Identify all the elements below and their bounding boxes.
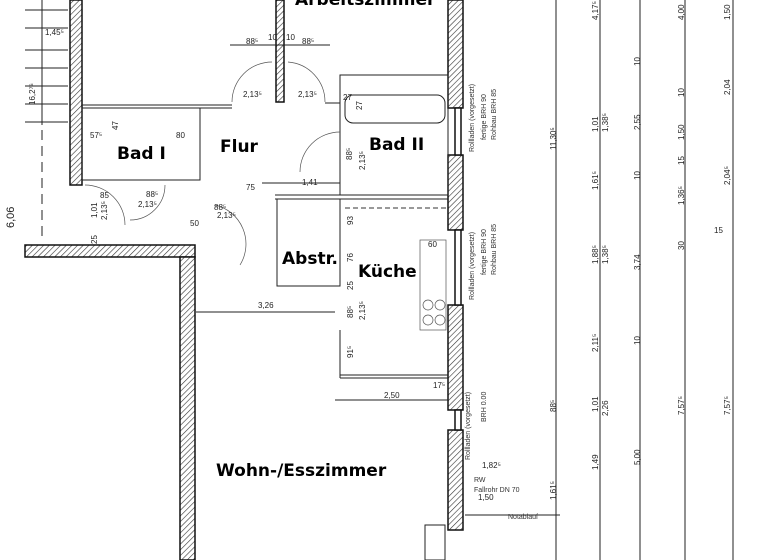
label-rw: RW <box>474 477 486 484</box>
label-d213c: 2,13⁵ <box>138 200 157 209</box>
label-rolladen2: Rollladen (vorgesetzt) <box>469 232 476 300</box>
label-d10b: 10 <box>286 33 295 42</box>
dimension-labels: 1,45⁵ 88⁵ 10 10 88⁵ 2,13⁵ 2,13⁵ 27 57⁵ 8… <box>5 1 732 502</box>
dimension-lines <box>196 0 734 560</box>
label-d1130: 11,30⁵ <box>549 127 558 150</box>
label-d57: 57⁵ <box>90 131 102 140</box>
label-d138a: 1,38⁵ <box>601 113 610 132</box>
room-label-kueche: Küche <box>358 262 417 282</box>
label-d417: 4,17⁵ <box>591 1 600 20</box>
label-d88e: 88⁵ <box>346 306 355 318</box>
doors <box>84 61 341 266</box>
label-d76: 76 <box>346 253 355 262</box>
label-d88a: 88⁵ <box>246 37 258 46</box>
label-d25: 25 <box>90 235 99 244</box>
label-d101b: 1,01 <box>591 116 600 132</box>
label-d60: 60 <box>428 240 437 249</box>
label-d326: 3,26 <box>258 301 274 310</box>
label-d10e: 10 <box>633 336 642 345</box>
label-d226: 2,26 <box>601 400 610 416</box>
room-label-flur: Flur <box>220 137 259 157</box>
label-d88b: 88⁵ <box>302 37 314 46</box>
label-d15: 15 <box>677 156 686 165</box>
label-d10c: 10 <box>633 57 642 66</box>
interior-walls <box>81 74 560 560</box>
label-d500: 5,00 <box>633 449 642 465</box>
label-d10d: 10 <box>633 171 642 180</box>
label-d15b: 15 <box>714 226 723 235</box>
label-d150: 1,50 <box>478 493 494 502</box>
label-rolladen1: Rollladen (vorgesetzt) <box>469 84 476 152</box>
label-d161: 1,61⁵ <box>549 481 558 500</box>
label-d93: 93 <box>346 216 355 225</box>
label-d162: 16,2⁷⁶ <box>28 83 37 105</box>
label-d213a: 2,13⁵ <box>243 90 262 99</box>
label-d211: 2,11⁵ <box>591 334 600 352</box>
room-label-bad-2: Bad II <box>369 135 424 155</box>
label-d30: 30 <box>677 241 686 250</box>
label-d204a: 2,04 <box>723 79 732 95</box>
label-d213e: 2,13⁵ <box>217 211 236 220</box>
label-d213g: 2,13⁵ <box>358 301 367 320</box>
label-notablauf: Notablauf <box>508 514 538 521</box>
label-d757b: 7,57⁵ <box>723 396 732 415</box>
label-d27a: 27 <box>355 101 364 110</box>
label-d149: 1,49 <box>591 454 600 470</box>
label-d136: 1,36⁵ <box>677 186 686 205</box>
label-d47: 47 <box>111 121 120 130</box>
room-label-bad-1: Bad I <box>117 144 166 164</box>
label-d80: 80 <box>176 131 185 140</box>
room-label-wohn-esszimmer: Wohn-/Esszimmer <box>216 461 387 481</box>
label-d141: 1,41 <box>302 178 318 187</box>
label-d85: 85 <box>100 191 109 200</box>
label-fallrohr: Fallrohr DN 70 <box>474 487 520 494</box>
label-d182: 1,82⁵ <box>482 461 501 470</box>
label-d250: 2,50 <box>384 391 400 400</box>
label-d50: 50 <box>190 219 199 228</box>
label-d88e: 88⁵ <box>345 148 354 160</box>
staircase <box>25 0 68 240</box>
label-brh3: BRH 0.00 <box>481 392 488 422</box>
label-brh1b: Rohbau BRH 85 <box>491 89 498 140</box>
label-d213b: 2,13⁵ <box>298 90 317 99</box>
label-d88d: 88⁵ <box>214 203 226 212</box>
label-d25b: 25 <box>346 281 355 290</box>
label-d374: 3,74 <box>633 254 642 270</box>
label-d161b: 1,61⁵ <box>591 171 600 190</box>
label-d101c: 1,01 <box>591 396 600 412</box>
label-d88c: 88⁵ <box>146 190 158 199</box>
annotations: Rollladen (vorgesetzt) fertige BRH 90 Ro… <box>465 84 538 521</box>
label-d213d: 2,13⁵ <box>358 151 367 170</box>
label-d213f: 2,13⁵ <box>100 201 109 220</box>
label-d101: 1,01 <box>90 202 99 218</box>
label-d91: 91⁵ <box>346 346 355 358</box>
label-d88f: 88⁵ <box>549 400 558 412</box>
label-d150b: 1,50 <box>677 124 686 140</box>
label-d27b: 27 <box>343 93 352 102</box>
label-d150c: 1,50 <box>723 4 732 20</box>
label-rolladen3: Rollladen (vorgesetzt) <box>465 392 472 460</box>
label-d255: 2,55 <box>633 114 642 130</box>
room-label-abstellraum: Abstr. <box>282 249 338 269</box>
label-d10a: 10 <box>268 33 277 42</box>
label-brh2a: fertige BRH 90 <box>481 229 488 275</box>
label-brh2b: Rohbau BRH 85 <box>491 224 498 275</box>
label-d75: 75 <box>246 183 255 192</box>
label-d400: 4,00 <box>677 4 686 20</box>
label-d188: 1,88⁵ <box>591 245 600 264</box>
room-label-arbeitszimmer: Arbeitszimmer <box>295 0 436 10</box>
label-d10f: 10 <box>677 88 686 97</box>
label-d757a: 7,57⁵ <box>677 396 686 415</box>
label-d138b: 1,38⁵ <box>601 245 610 264</box>
label-d145: 1,45⁵ <box>45 28 64 37</box>
label-brh1a: fertige BRH 90 <box>481 94 488 140</box>
label-d204b: 2,04⁵ <box>723 166 732 185</box>
label-d17: 17⁵ <box>433 381 445 390</box>
label-d606: 6,06 <box>5 207 17 228</box>
